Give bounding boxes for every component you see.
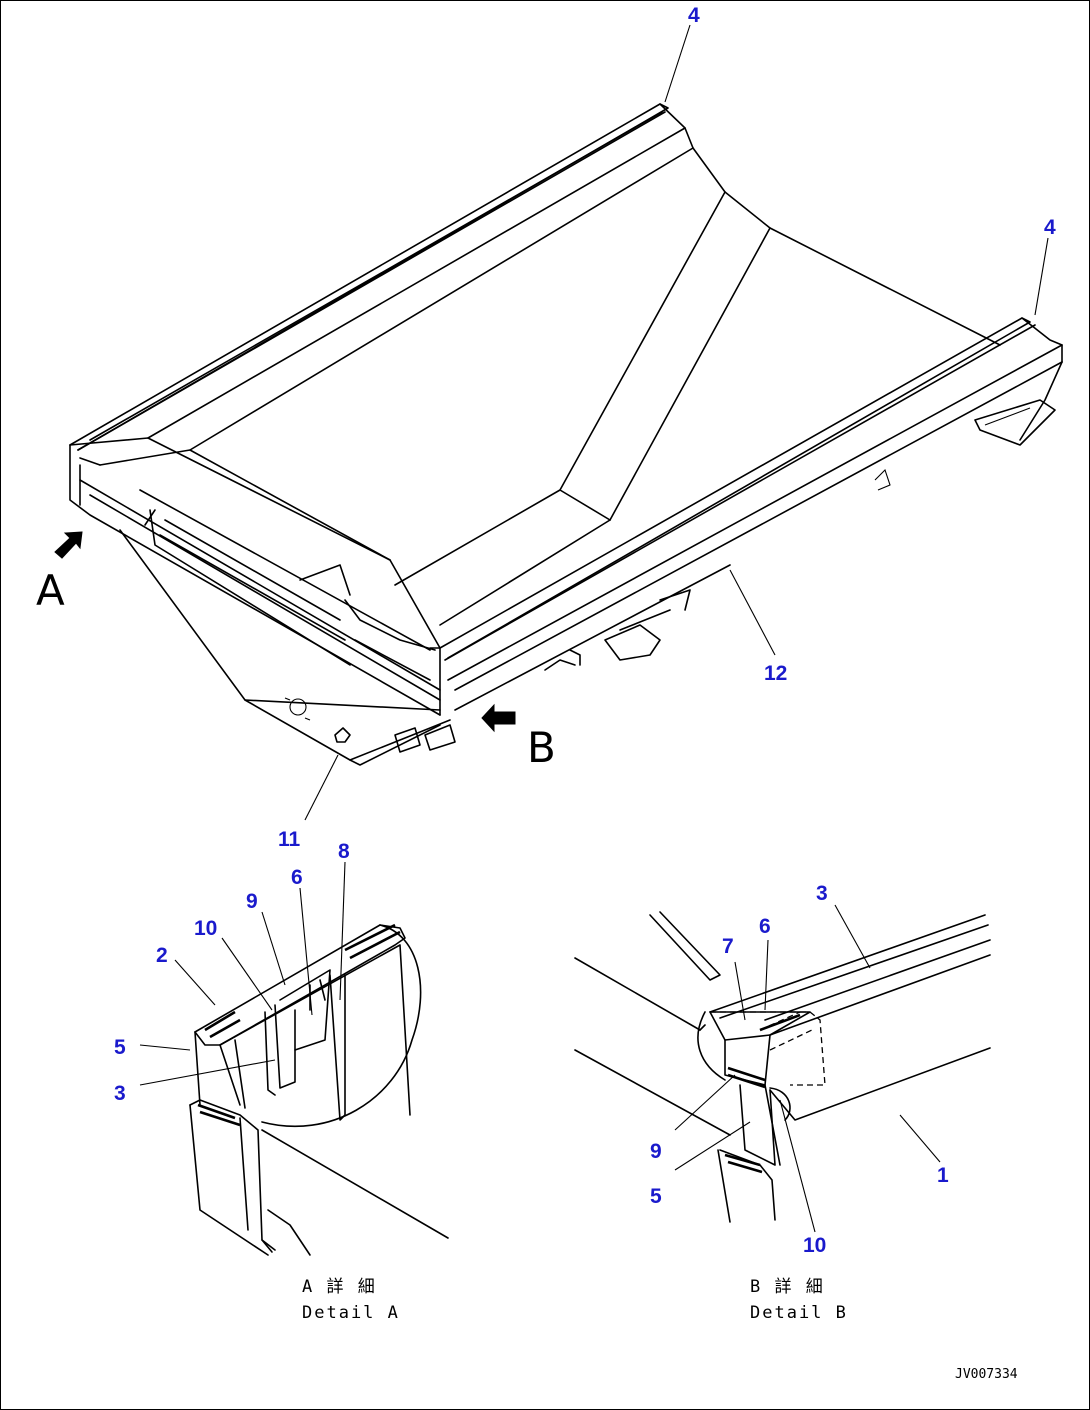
leader-lines-detail-a (139, 861, 346, 1086)
detail-b-callout-7: 7 (722, 935, 734, 958)
detail-b-caption-en: Detail B (750, 1303, 848, 1323)
detail-a-callout-8: 8 (338, 840, 350, 863)
detail-b-callout-9: 9 (650, 1140, 662, 1163)
callout-11: 11 (278, 828, 301, 851)
leader-lines-main (304, 24, 1049, 821)
detail-a-caption-en: Detail A (302, 1303, 400, 1323)
detail-b-callout-6: 6 (759, 915, 771, 938)
detail-a-callout-2: 2 (156, 944, 168, 967)
detail-b-callout-3: 3 (816, 882, 828, 905)
callout-4-right: 4 (1044, 216, 1056, 239)
detail-b-caption-jp: B 詳 細 (750, 1277, 825, 1297)
detail-a-callout-9: 9 (246, 890, 258, 913)
drawing-id: JV007334 (955, 1367, 1018, 1382)
view-a-arrow (54, 531, 83, 559)
detail-a-drawing (189, 923, 449, 1256)
callout-12: 12 (764, 662, 787, 685)
view-b-label: B (527, 723, 556, 772)
detail-a-callout-6: 6 (291, 866, 303, 889)
callout-4-top: 4 (688, 4, 700, 27)
view-a-label: A (36, 566, 65, 615)
dump-body (69, 103, 1063, 766)
detail-a-callout-10: 10 (194, 917, 217, 940)
view-b-arrow (481, 703, 516, 733)
detail-a-callout-3: 3 (114, 1082, 126, 1105)
detail-b-callout-1: 1 (937, 1164, 949, 1187)
detail-a-callout-5: 5 (114, 1036, 126, 1059)
detail-a-caption-jp: A 詳 細 (302, 1277, 377, 1297)
detail-b-drawing (574, 911, 991, 1223)
leader-lines-detail-b (674, 904, 941, 1233)
detail-b-callout-5: 5 (650, 1185, 662, 1208)
detail-b-callout-10: 10 (803, 1234, 826, 1257)
